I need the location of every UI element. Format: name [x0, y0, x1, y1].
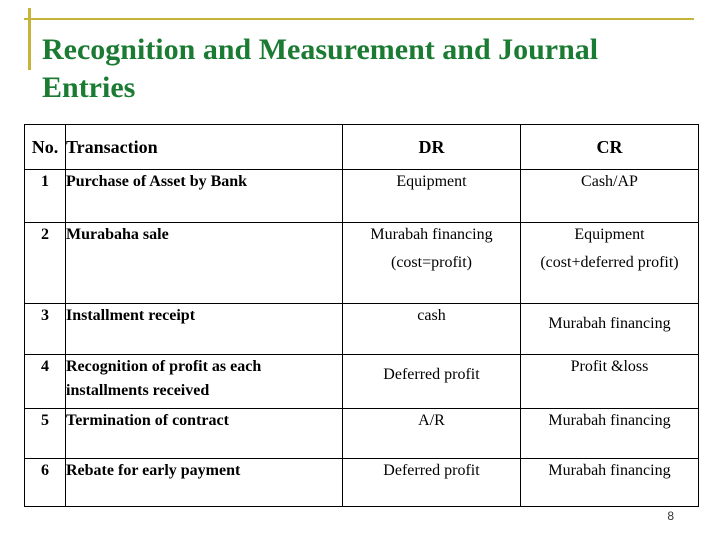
row-cr-cell: Equipment (cost+deferred profit)	[520, 222, 699, 304]
header-no: No.	[24, 124, 66, 170]
journal-entries-table: No. Transaction DR CR 1 Purchase of Asse…	[24, 124, 699, 507]
row-no: 5	[24, 408, 66, 459]
table-row: 2 Murabaha sale Murabah financing (cost=…	[24, 222, 699, 304]
row-transaction: Purchase of Asset by Bank	[65, 169, 343, 223]
header-cr: CR	[520, 124, 699, 170]
row-dr: A/R	[342, 408, 521, 459]
row-cr: Murabah financing	[520, 458, 699, 507]
row-no: 6	[24, 458, 66, 507]
header-transaction: Transaction	[65, 124, 343, 170]
row-cr: Equipment	[574, 226, 645, 243]
table-row: 5 Termination of contract A/R Murabah fi…	[24, 408, 699, 459]
row-dr: Equipment	[342, 169, 521, 223]
row-transaction: Termination of contract	[65, 408, 343, 459]
row-no: 4	[24, 354, 66, 409]
accent-rule-horizontal	[24, 18, 694, 20]
row-dr: Deferred profit	[342, 458, 521, 507]
row-cr: Murabah financing	[520, 303, 699, 355]
table-row: 3 Installment receipt cash Murabah finan…	[24, 303, 699, 355]
row-no: 2	[24, 222, 66, 304]
row-no: 3	[24, 303, 66, 355]
table-row: 1 Purchase of Asset by Bank Equipment Ca…	[24, 169, 699, 223]
row-cr: Murabah financing	[520, 408, 699, 459]
row-transaction: Recognition of profit as each installmen…	[65, 354, 343, 409]
slide-number: 8	[667, 509, 674, 523]
row-dr-note: (cost=profit)	[391, 254, 472, 271]
row-transaction: Installment receipt	[65, 303, 343, 355]
row-no: 1	[24, 169, 66, 223]
row-cr: Cash/AP	[520, 169, 699, 223]
header-dr: DR	[342, 124, 521, 170]
row-dr: Deferred profit	[342, 354, 521, 409]
row-dr-cell: Murabah financing (cost=profit)	[342, 222, 521, 304]
row-transaction: Rebate for early payment	[65, 458, 343, 507]
table-row: 4 Recognition of profit as each installm…	[24, 354, 699, 409]
row-cr: Profit &loss	[520, 354, 699, 409]
table-row: 6 Rebate for early payment Deferred prof…	[24, 458, 699, 507]
row-transaction: Murabaha sale	[65, 222, 343, 304]
accent-rule-vertical	[28, 8, 31, 70]
row-dr: cash	[342, 303, 521, 355]
slide-title: Recognition and Measurement and Journal …	[42, 33, 599, 104]
table-header-row: No. Transaction DR CR	[24, 124, 699, 170]
row-cr-note: (cost+deferred profit)	[540, 254, 679, 271]
row-dr: Murabah financing	[370, 226, 493, 243]
